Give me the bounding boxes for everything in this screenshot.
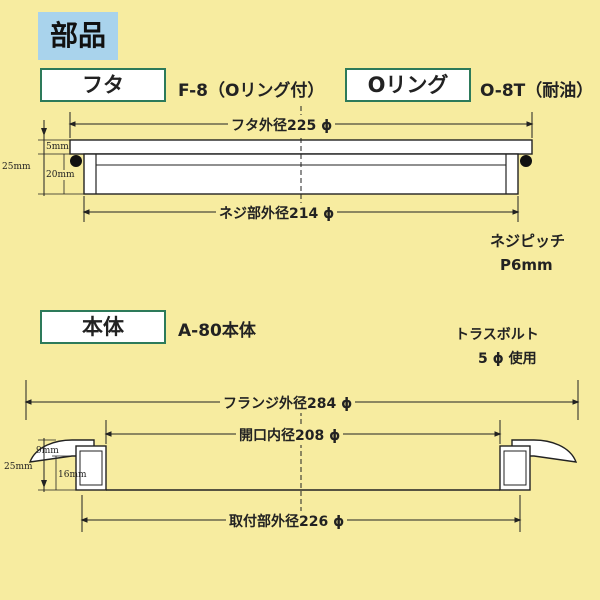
body-label-box: 本体	[40, 310, 166, 344]
truss-bolt-label: トラスボルト	[455, 327, 539, 343]
body-model: A-80本体	[178, 321, 256, 341]
lid-dim-20mm: 20mm	[46, 170, 75, 180]
lid-model: F-8（Oリング付）	[178, 81, 325, 101]
flange-outer-dimension: フランジ外径284 ϕ	[220, 393, 356, 413]
opening-inner-dimension: 開口内径208 ϕ	[236, 425, 344, 445]
truss-bolt-spec: 5 ϕ 使用	[478, 351, 537, 367]
lid-thread-dimension: ネジ部外径214 ϕ	[216, 203, 338, 223]
lid-label-box: フタ	[40, 68, 166, 102]
body-dim-25mm: 25mm	[4, 462, 33, 472]
lid-outer-dimension: フタ外径225 ϕ	[228, 115, 336, 135]
thread-pitch-value: P6mm	[500, 256, 553, 274]
oring-label-box: Oリング	[345, 68, 471, 102]
body-dim-9mm: 9mm	[36, 446, 59, 456]
oring-left	[70, 155, 82, 167]
section-title-parts: 部品	[38, 12, 119, 60]
body-dim-16mm: 16mm	[58, 470, 87, 480]
lid-dim-25mm: 25mm	[2, 162, 31, 172]
mount-outer-dimension: 取付部外径226 ϕ	[226, 511, 348, 531]
lid-dim-5mm: 5mm	[46, 142, 69, 152]
oring-right	[520, 155, 532, 167]
oring-model: O-8T（耐油）	[480, 81, 594, 101]
thread-pitch-label: ネジピッチ	[490, 232, 566, 250]
